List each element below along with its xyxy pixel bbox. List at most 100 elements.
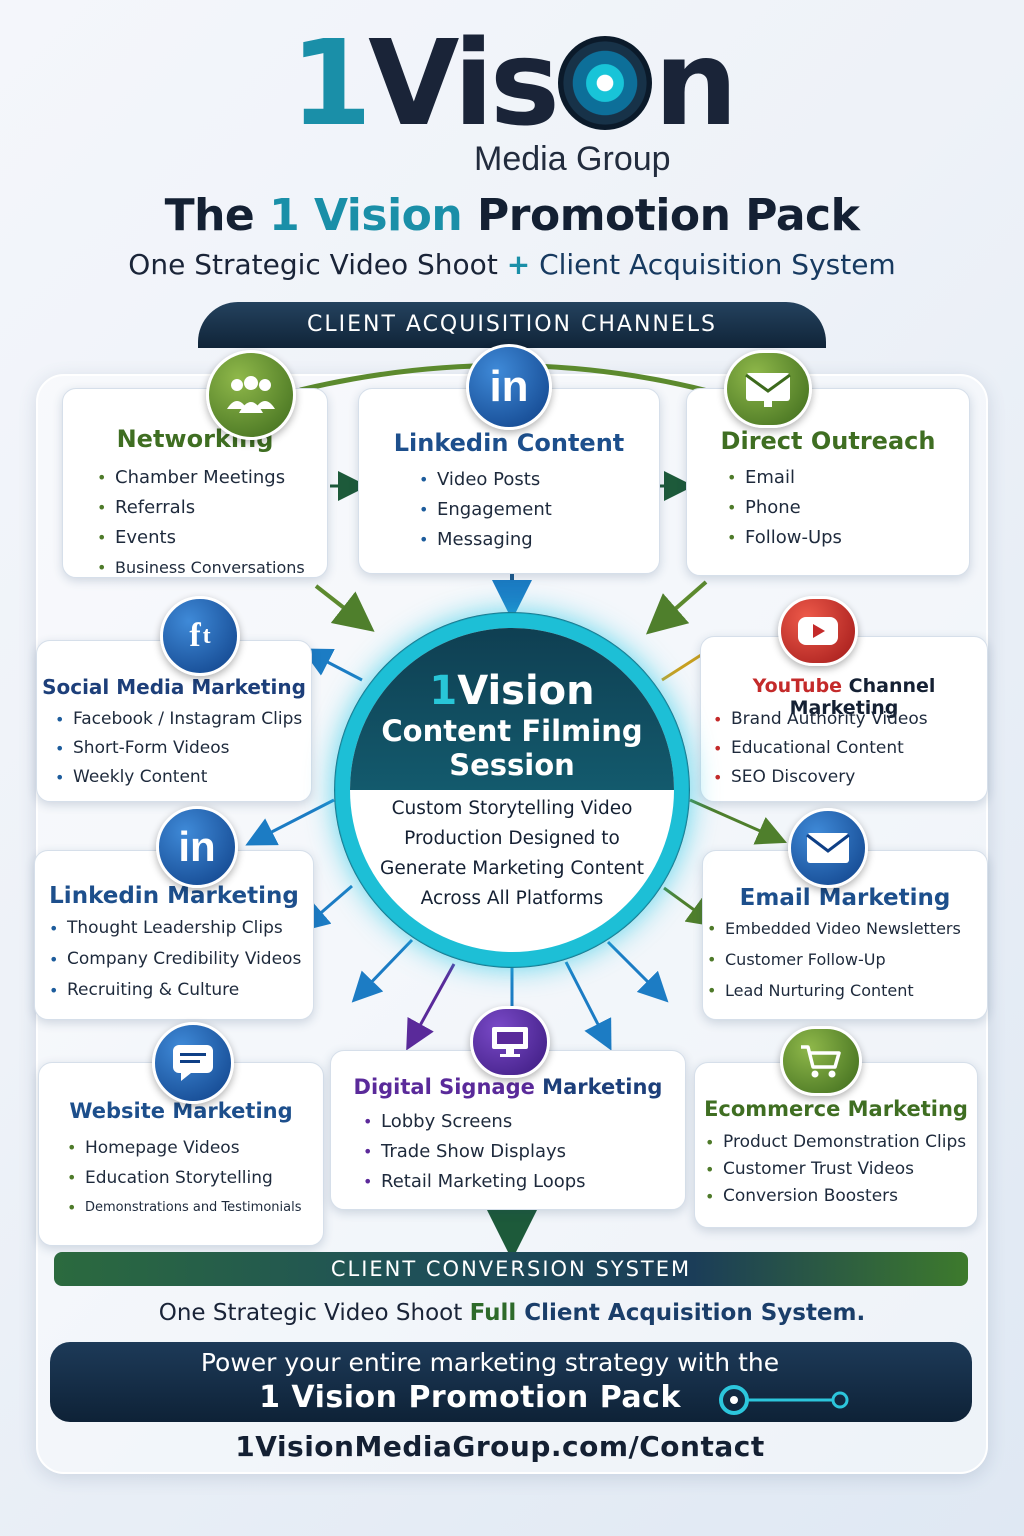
list-item: Brand Authority Videos [711,705,928,734]
cta-banner [50,1342,972,1422]
card-direct-outreach: Direct Outreach Email Phone Follow-Ups [686,388,970,576]
page-title: The 1 Vision Promotion Pack [0,190,1024,241]
shopping-cart-icon [780,1026,862,1096]
card-title: Ecommerce Marketing [704,1097,968,1121]
arrow-networking-to-center [314,584,375,632]
list-item: Homepage Videos [65,1133,301,1163]
list-item: Email [725,463,842,493]
envelope-icon [724,350,812,428]
list-item: Customer Follow-Up [705,944,961,975]
arrow-center-to-signage-c [564,961,612,1051]
youtube-play-icon [778,596,858,666]
cta-line-2: 1 Vision Promotion Pack [259,1380,681,1415]
list-item: Messaging [417,525,552,555]
center-line-2: Session [449,748,575,782]
ecommerce-list: Product Demonstration Clips Customer Tru… [703,1129,966,1210]
arrow-center-to-website [351,938,414,1003]
logo-word-b: n [654,14,738,152]
youtube-word: YouTube [752,675,843,697]
conv-part-a: One Strategic Video Shoot [158,1300,470,1326]
list-item: Thought Leadership Clips [47,913,301,944]
list-item: Follow-Ups [725,523,842,553]
card-title: Email Marketing [739,885,951,911]
subtitle-part-b: Client Acquisition System [530,248,896,281]
facebook-glyph: f [189,617,201,654]
card-title: Networking [116,425,274,453]
linkedin-icon: in [466,344,552,430]
linkedin-content-list: Video Posts Engagement Messaging [417,465,552,555]
list-item: Short-Form Videos [53,734,302,763]
logo-eye-icon [558,36,653,130]
list-item: Embedded Video Newsletters [705,913,961,944]
linkedin-icon: in [156,806,238,888]
card-youtube: YouTube Channel Marketing Brand Authorit… [700,636,988,802]
card-title: Linkedin Marketing [49,883,299,909]
signage-word: Digital Signage [353,1075,535,1099]
acquisition-channels-banner: CLIENT ACQUISITION CHANNELS [198,302,826,348]
list-item: SEO Discovery [711,763,928,792]
list-item: Phone [725,493,842,523]
logo-one: 1 [289,14,372,152]
signage-rest: Marketing [534,1075,663,1099]
networking-list: Chamber Meetings Referrals Events Busine… [95,463,305,583]
twitter-glyph: t [202,622,211,649]
contact-url-link[interactable]: 1VisionMediaGroup.com/Contact [235,1430,765,1463]
center-desc-line: Generate Marketing Content [380,858,644,879]
card-title: Linkedin Content [393,429,625,457]
card-networking: Networking Chamber Meetings Referrals Ev… [62,388,328,583]
list-item: Weekly Content [53,763,302,792]
center-brand-rest: Vision [457,668,595,714]
center-desc-line: Custom Storytelling Video [391,798,633,819]
chat-bubble-icon [152,1022,234,1104]
center-brand-one: 1 [429,668,458,714]
lens-line-icon [719,1385,849,1415]
title-accent: 1 Vision [269,190,463,241]
digital-signage-list: Lobby Screens Trade Show Displays Retail… [361,1107,586,1197]
list-item: Product Demonstration Clips [703,1129,966,1156]
list-item: Customer Trust Videos [703,1156,966,1183]
linkedin-glyph: in [178,823,216,870]
title-part-a: The [164,190,270,241]
list-item: Lobby Screens [361,1107,586,1137]
arrow-center-to-linkedin-mkt-2 [298,884,353,932]
center-header [350,628,674,790]
center-brand: 1Vision [350,668,674,714]
direct-outreach-list: Email Phone Follow-Ups [725,463,842,553]
monitor-icon [470,1006,550,1078]
center-desc-line: Production Designed to [404,828,620,849]
conv-part-c: Client Acquisition System. [524,1300,866,1326]
envelope-icon [788,808,868,888]
subtitle-part-a: One Strategic Video Shoot [128,248,507,281]
conversion-system-banner: CLIENT CONVERSION SYSTEM [54,1252,968,1286]
page-subtitle: One Strategic Video Shoot + Client Acqui… [0,248,1024,281]
arrow-center-to-ecommerce [606,940,669,1003]
list-item: Retail Marketing Loops [361,1167,586,1197]
center-description: Custom Storytelling Video Production Des… [360,794,664,914]
card-title: Website Marketing [69,1099,293,1123]
center-filming-session: 1Vision Content Filming Session Custom S… [350,628,674,952]
list-item: Company Credibility Videos [47,944,301,975]
social-media-list: Facebook / Instagram Clips Short-Form Vi… [53,705,302,792]
logo-subtitle: Media Group [474,140,671,178]
list-item: Events [95,523,305,553]
list-item: Demonstrations and Testimonials [65,1193,301,1223]
list-item: Facebook / Instagram Clips [53,705,302,734]
email-marketing-list: Embedded Video Newsletters Customer Foll… [705,913,961,1006]
conversion-tagline: One Strategic Video Shoot Full Client Ac… [0,1300,1024,1326]
people-icon [206,350,296,440]
card-title: Social Media Marketing [42,675,306,699]
arrow-center-to-signage-a [406,963,456,1051]
card-title: Direct Outreach [720,427,936,455]
list-item: Educational Content [711,734,928,763]
list-item: Conversion Boosters [703,1183,966,1210]
logo-word-a: Vis [368,14,560,152]
list-item: Engagement [417,495,552,525]
arrow-center-to-email [689,798,787,845]
center-line-1: Content Filming [381,714,643,748]
arrow-outreach-to-center [645,580,708,635]
list-item: Education Storytelling [65,1163,301,1193]
linkedin-glyph: in [489,362,529,411]
